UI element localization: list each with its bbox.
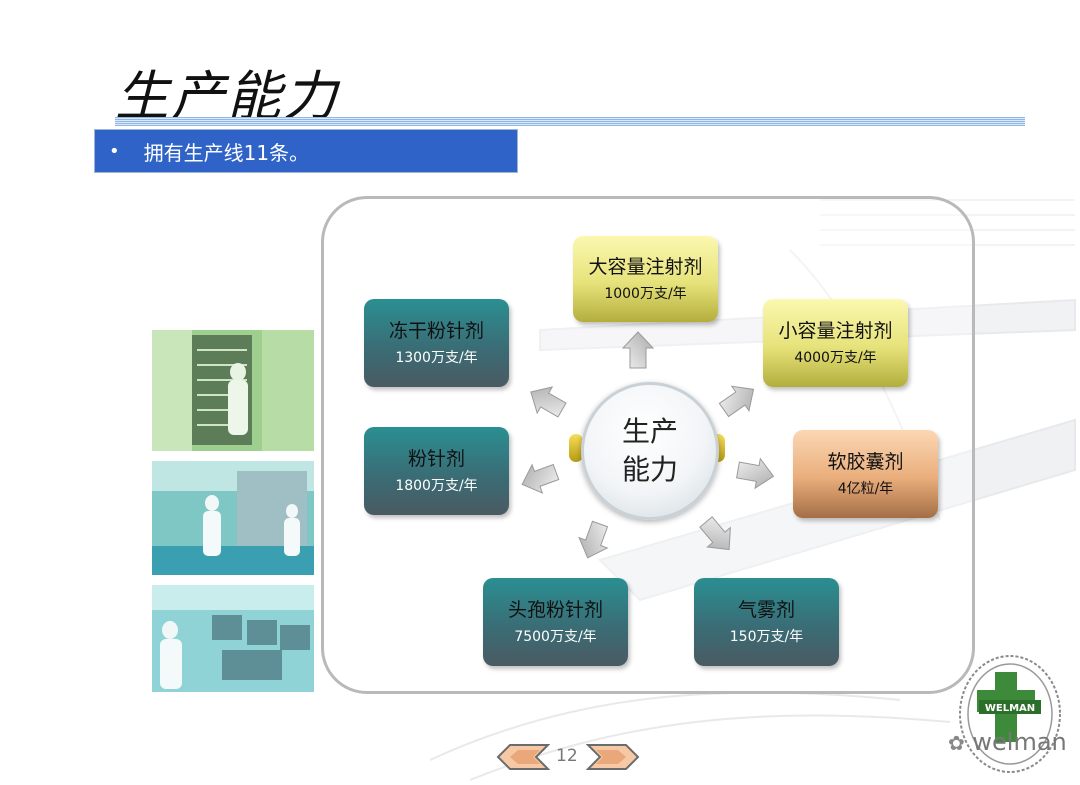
arrow-to-softgel [735,455,776,491]
node-cephalosporin-powder-injection: 头孢粉针剂 7500万支/年 [483,578,628,666]
node-name: 气雾剂 [738,597,795,623]
node-name: 冻干粉针剂 [389,318,484,344]
center-hub: 生产能力 [581,382,719,520]
node-capacity: 4000万支/年 [794,348,876,368]
node-capacity: 1800万支/年 [395,476,477,496]
arrow-to-aerosol [695,512,741,559]
node-large-volume-injection: 大容量注射剂 1000万支/年 [573,236,718,322]
watermark-brand: welman [972,728,1066,756]
node-freeze-dried-powder-injection: 冻干粉针剂 1300万支/年 [364,299,509,387]
node-capacity: 1000万支/年 [604,284,686,304]
center-hub-label: 生产能力 [610,413,690,489]
arrow-to-powder-injection [517,458,561,499]
arrow-to-freeze-dried [523,379,569,423]
next-slide-button[interactable] [586,743,640,771]
arrow-to-cephalosporin [574,519,615,563]
arrow-to-small-injection [715,377,762,422]
company-seal-logo: WELMAN [955,652,1065,777]
seal-badge-text: WELMAN [985,703,1035,714]
node-name: 大容量注射剂 [588,254,702,280]
node-name: 粉针剂 [408,446,465,472]
node-powder-injection: 粉针剂 1800万支/年 [364,427,509,515]
node-softgel: 软胶囊剂 4亿粒/年 [793,430,938,518]
node-name: 头孢粉针剂 [508,597,603,623]
prev-slide-button[interactable] [496,743,550,771]
page-number: 12 [556,746,578,766]
node-small-volume-injection: 小容量注射剂 4000万支/年 [763,299,908,387]
wechat-icon: ✿ [948,731,965,755]
node-capacity: 4亿粒/年 [838,479,894,499]
welman-watermark: ✿ welman [948,728,1067,756]
node-capacity: 1300万支/年 [395,348,477,368]
node-name: 小容量注射剂 [778,318,892,344]
node-name: 软胶囊剂 [827,449,903,475]
node-capacity: 150万支/年 [730,627,803,647]
arrow-to-large-injection [623,332,653,368]
node-capacity: 7500万支/年 [514,627,596,647]
node-aerosol: 气雾剂 150万支/年 [694,578,839,666]
